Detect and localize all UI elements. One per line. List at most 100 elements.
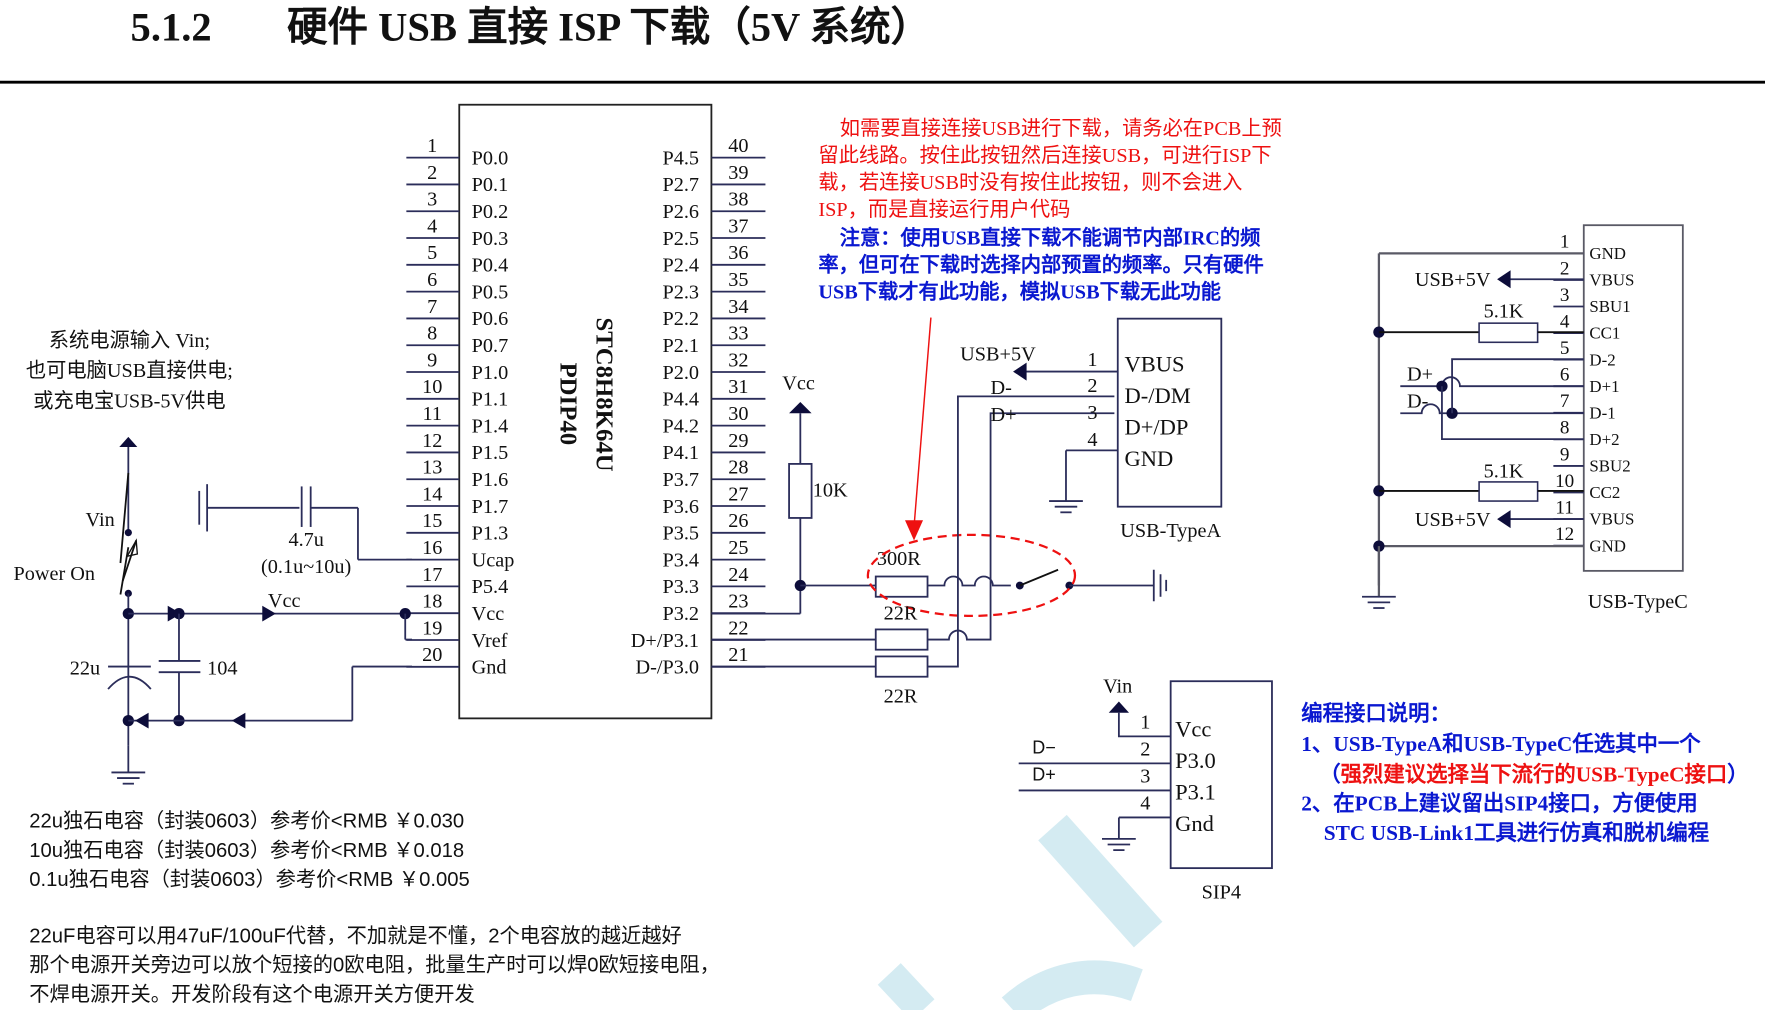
typec-net-dp: D+	[1407, 364, 1433, 386]
power-note-line-3: 或充电宝USB-5V供电	[33, 390, 225, 413]
pin-name: P3.4	[662, 549, 699, 571]
price-line: 10u独石电容（封装0603）参考价<RMB ￥0.018	[29, 839, 464, 862]
pin-number: 26	[728, 510, 748, 532]
pin-name: P0.6	[472, 308, 509, 330]
pin-name: P1.4	[472, 415, 509, 437]
usb5v-arrow-icon	[1497, 270, 1511, 289]
pin-number: 5	[1560, 338, 1570, 359]
pin-number: 7	[1560, 391, 1570, 412]
typea-pin-name: VBUS	[1125, 352, 1185, 377]
vin-power-arrow-icon	[119, 436, 138, 448]
resistor-22r-dp	[874, 628, 929, 651]
pin-number: 21	[728, 644, 748, 666]
typec-net-5v-bottom: USB+5V	[1415, 509, 1491, 531]
pin-number: 6	[427, 269, 437, 291]
pin-number: 4	[1560, 311, 1570, 332]
red-note: 如需要直接连接USB进行下载，请务必在PCB上预 留此线路。按住此按钮然后连接U…	[818, 117, 1281, 221]
pin-number: 39	[728, 162, 748, 184]
ground-icon	[1152, 569, 1168, 602]
pin-number: 16	[422, 537, 442, 559]
blue-note-line: 注意：使用USB直接下载不能调节内部IRC的频	[840, 225, 1261, 249]
pin-number: 22	[728, 617, 748, 639]
pin-number: 25	[728, 537, 748, 559]
pin-name: P1.1	[472, 389, 509, 411]
capacitor-price-notes: 22u独石电容（封装0603）参考价<RMB ￥0.030 10u独石电容（封装…	[29, 810, 470, 892]
blue-note: 注意：使用USB直接下载不能调节内部IRC的频 率，但可在下载时选择内部预置的频…	[818, 225, 1263, 303]
pin-number: 11	[422, 403, 441, 425]
capacitor-ucap: 4.7u (0.1u~10u)	[198, 484, 412, 578]
power-switch-label: Power On	[14, 563, 96, 585]
cc2-resistor-label: 5.1K	[1484, 460, 1524, 482]
pin-number: 35	[728, 269, 748, 291]
pin-number: 33	[728, 323, 748, 345]
typea-net-dp: D+	[991, 404, 1017, 426]
prog-title: 编程接口说明：	[1301, 701, 1451, 726]
pin-number: 20	[422, 644, 442, 666]
pin-name: P1.7	[472, 496, 509, 518]
sip4-pin-name: P3.1	[1175, 779, 1216, 804]
pin-name: P3.7	[662, 469, 699, 491]
pin-name: P2.4	[662, 255, 699, 277]
red-arrow-head-icon	[905, 520, 924, 541]
typea-title: USB-TypeA	[1120, 520, 1221, 542]
prog-item-2-cont: STC USB-Link1工具进行仿真和脱机编程	[1324, 820, 1709, 845]
pin-number: 29	[728, 430, 748, 452]
typea-pin-num: 1	[1087, 349, 1097, 371]
mcu-chip: 1P0.02P0.13P0.24P0.35P0.46P0.57P0.68P0.7…	[406, 103, 766, 720]
sip4-vin-label: Vin	[1103, 675, 1132, 697]
pin-number: 1	[1560, 232, 1570, 253]
pin-number: 12	[1555, 524, 1574, 545]
usb5v-arrow-icon	[1497, 510, 1511, 529]
price-line: 0.1u独石电容（封装0603）参考价<RMB ￥0.005	[29, 868, 470, 891]
pin-number: 15	[422, 510, 442, 532]
vcc-power-arrow-icon	[789, 401, 812, 414]
pin-number: 3	[427, 189, 437, 211]
resistor-10k	[788, 463, 813, 519]
pin-name: SBU2	[1589, 457, 1630, 476]
pin-number: 2	[1560, 258, 1570, 279]
price-line: 22u独石电容（封装0603）参考价<RMB ￥0.030	[29, 810, 464, 833]
pin-name: VBUS	[1589, 510, 1634, 529]
power-switch[interactable]	[119, 472, 139, 595]
pin-number: 3	[1560, 285, 1570, 306]
pin-number: 14	[422, 483, 442, 505]
pin-number: 32	[728, 349, 748, 371]
isp-vcc-label: Vcc	[782, 373, 815, 395]
programming-interface-notes: 编程接口说明： 1、USB-TypeA和USB-TypeC任选其中一个 （强烈建…	[1301, 701, 1748, 845]
section-title: 硬件 USB 直接 ISP 下载（5V 系统）	[287, 5, 931, 50]
prog-item-1-recommend: （强烈建议选择当下流行的USB-TypeC接口）	[1319, 761, 1748, 786]
pin-number: 31	[728, 376, 748, 398]
pin-name: Vcc	[472, 603, 505, 625]
pin-number: 36	[728, 242, 748, 264]
usb-typea-connector: USB+5V D- D+ 1 2 3 4 VBUS D-/DM D+/DP GN…	[960, 317, 1223, 542]
blue-note-line: USB下载才有此功能，模拟USB下载无此功能	[818, 279, 1221, 303]
pin-name: P0.0	[472, 147, 509, 169]
highlight-ellipse	[866, 533, 1077, 618]
typec-net-5v-top: USB+5V	[1415, 269, 1491, 291]
pin-name: P2.1	[662, 335, 699, 357]
usb-typec-connector: 1GND2VBUS3SBU14CC15D-26D+17D-18D+29SBU21…	[1362, 224, 1688, 613]
pin-name: D-1	[1589, 403, 1615, 422]
tip-line: 不焊电源开关。开发阶段有这个电源开关方便开发	[29, 983, 474, 1006]
capacitor-104: 104	[158, 657, 237, 679]
mcu-body	[458, 103, 713, 720]
typea-body	[1116, 317, 1223, 508]
cap-decoupling-label: 104	[207, 657, 237, 679]
flow-arrow-icon	[262, 605, 276, 622]
red-note-line: 如需要直接连接USB进行下载，请务必在PCB上预	[840, 117, 1282, 140]
pin-number: 40	[728, 135, 748, 157]
vcc-net-label: Vcc	[268, 590, 301, 612]
typea-pin-num: 3	[1087, 402, 1097, 424]
typec-title: USB-TypeC	[1588, 591, 1688, 613]
pin-name: P2.6	[662, 201, 699, 223]
pin-number: 4	[427, 215, 437, 237]
isp-button-circuit: Vcc 10K 300R 22R 22R	[711, 317, 1168, 708]
typec-body	[1582, 224, 1684, 572]
section-header: 5.1.2 硬件 USB 直接 ISP 下载（5V 系统）	[0, 5, 1765, 84]
pin-number: 38	[728, 189, 748, 211]
isp-pushbutton[interactable]	[1019, 568, 1059, 587]
pin-number: 6	[1560, 365, 1570, 386]
pin-name: P0.1	[472, 174, 509, 196]
typea-net-5v: USB+5V	[960, 343, 1036, 365]
pin-number: 27	[728, 483, 748, 505]
